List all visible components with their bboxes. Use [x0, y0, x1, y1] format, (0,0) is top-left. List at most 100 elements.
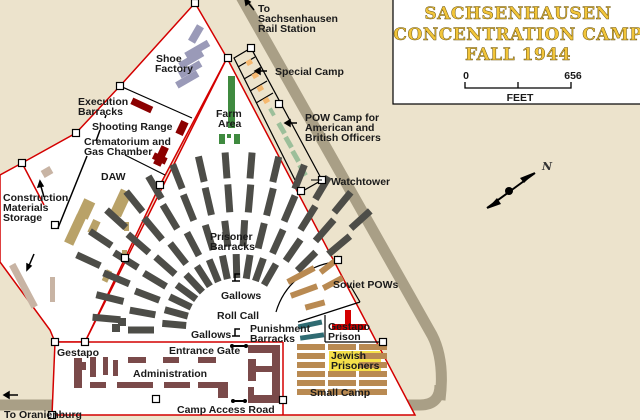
- scale-bar: [464, 82, 572, 89]
- barrack: [239, 219, 249, 247]
- barrack: [280, 194, 299, 223]
- small-camp-barrack: [328, 389, 356, 395]
- small-camp-barrack: [359, 371, 387, 377]
- label-watchtower: Watchtower: [331, 176, 390, 188]
- watchtower-icon: [296, 186, 306, 196]
- barrack: [312, 217, 337, 244]
- watchtower-icon: [47, 410, 57, 420]
- label-gallows-bottom: Gallows: [191, 329, 231, 341]
- barrack: [348, 208, 373, 231]
- small-camp-barracks: [297, 344, 387, 395]
- barrack: [263, 187, 277, 217]
- barrack: [153, 254, 178, 277]
- farm-area: [219, 76, 240, 144]
- label-gestapo-prison-2: Prison: [328, 331, 361, 343]
- barrack: [205, 258, 222, 284]
- map-labels: To Sachsenhausen Rail Station Special Ca…: [3, 3, 399, 420]
- administration-buildings: [74, 345, 280, 403]
- label-roll-call: Roll Call: [217, 310, 259, 322]
- small-camp-barrack: [359, 389, 387, 395]
- execution-buildings: [130, 97, 189, 167]
- barrack: [291, 163, 308, 191]
- barrack: [232, 253, 241, 279]
- prisoner-barracks: [75, 152, 373, 334]
- label-gestapo: Gestapo: [57, 347, 99, 359]
- barrack: [129, 306, 157, 319]
- gestapo-prison: [332, 310, 366, 330]
- barrack: [183, 272, 205, 295]
- watchtower-icon: [151, 394, 161, 404]
- barrack: [141, 215, 165, 242]
- label-entrance-gate: Entrance Gate: [169, 345, 240, 357]
- watchtower-icon: [333, 255, 343, 265]
- access-gate-icon: [231, 399, 247, 403]
- barrack: [219, 254, 231, 280]
- barrack: [167, 241, 189, 267]
- scale-min: 0: [463, 70, 469, 82]
- small-camp-barrack: [359, 380, 387, 386]
- watchtower-icon: [223, 53, 233, 63]
- barrack: [201, 223, 217, 251]
- label-to-oranienburg: To Oranienburg: [4, 409, 82, 420]
- barrack: [102, 269, 131, 288]
- label-daw: DAW: [101, 171, 126, 183]
- small-camp-barrack: [297, 362, 325, 368]
- small-camp-barrack: [328, 344, 356, 350]
- barrack: [326, 233, 353, 257]
- compass-north-label: N: [541, 160, 553, 173]
- barrack: [163, 306, 189, 320]
- small-camp-barrack: [297, 389, 325, 395]
- small-camp-barrack: [359, 362, 387, 368]
- watchtower-icon: [71, 128, 81, 138]
- barrack: [125, 231, 152, 256]
- barrack: [159, 203, 181, 231]
- barrack: [252, 257, 267, 283]
- barrack: [193, 264, 213, 289]
- barrack: [269, 155, 283, 183]
- barrack: [183, 230, 203, 258]
- barrack: [201, 186, 215, 216]
- barrack: [244, 184, 255, 213]
- watchtower-icon: [274, 99, 284, 109]
- barrack: [161, 319, 187, 329]
- label-jewish-2: Prisoners: [331, 360, 380, 372]
- watchtower-icon: [17, 158, 27, 168]
- label-pow-1: POW Camp for: [305, 112, 379, 124]
- label-small-camp: Small Camp: [310, 387, 370, 399]
- entrance-gate-icon: [230, 344, 248, 348]
- pointer-arrows: [2, 0, 322, 400]
- barrack: [246, 152, 256, 179]
- barrack: [128, 326, 154, 334]
- label-execution-1: Execution: [78, 96, 128, 108]
- barrack: [294, 249, 319, 274]
- label-execution-2: Barracks: [78, 106, 123, 118]
- watchtower-icon: [50, 337, 60, 347]
- barrack: [145, 174, 165, 201]
- label-gestapo-prison-1: Gestapo: [328, 321, 370, 333]
- map-title-line1: SACHSENHAUSEN: [424, 4, 611, 24]
- label-crematorium-1: Crematorium and: [84, 136, 171, 148]
- label-soviet-pows: Soviet POWs: [333, 279, 399, 291]
- barrack: [169, 163, 186, 190]
- shoe-factory-buildings: [175, 24, 211, 89]
- small-camp-barrack: [297, 371, 325, 377]
- barrack: [260, 262, 280, 287]
- barrack: [331, 190, 354, 215]
- label-pow-2: American and: [305, 122, 374, 134]
- barrack: [221, 152, 231, 179]
- label-construction-3: Storage: [3, 212, 42, 224]
- label-rail-3: Rail Station: [258, 23, 316, 35]
- barrack: [254, 222, 268, 250]
- barrack: [174, 282, 199, 302]
- construction-storage: [9, 166, 55, 309]
- label-farm-1: Farm: [216, 108, 242, 120]
- map-title-line3: FALL 1944: [465, 45, 571, 65]
- label-prisoner-2: Barracks: [210, 241, 255, 253]
- barrack: [242, 254, 254, 280]
- label-punishment-1: Punishment: [250, 323, 311, 335]
- barrack: [180, 193, 198, 222]
- special-camp-buildings: [245, 58, 271, 105]
- gallows-icon: [232, 273, 240, 337]
- watchtower-icon: [378, 337, 388, 347]
- label-construction-1: Construction: [3, 192, 68, 204]
